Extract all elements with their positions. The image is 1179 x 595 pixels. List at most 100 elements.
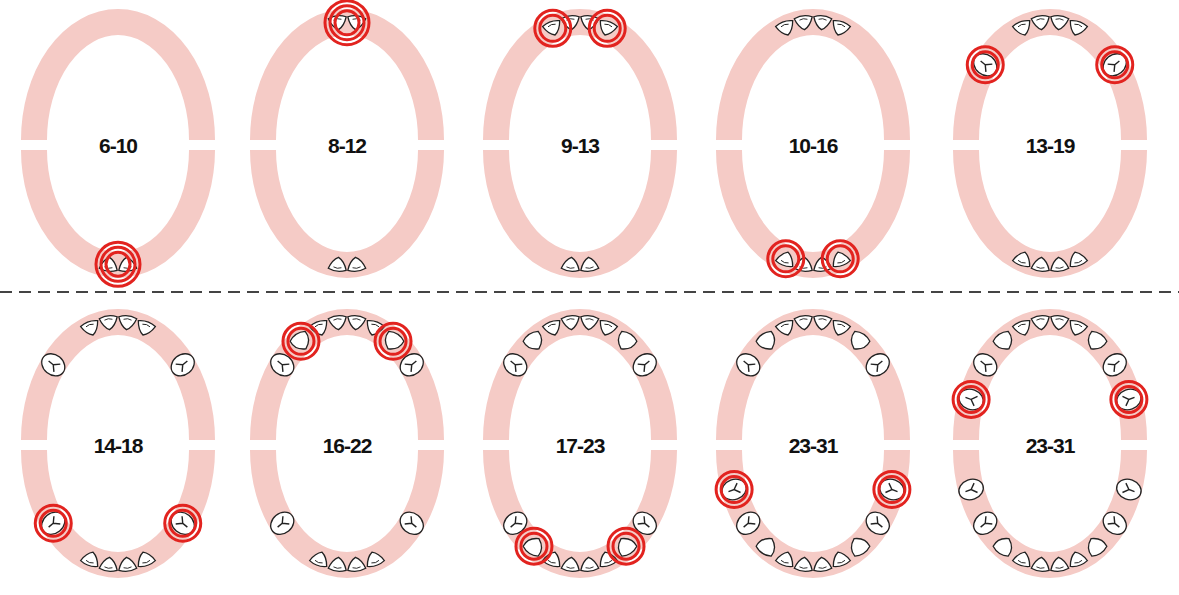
age-range-label: 10-16 [789,135,838,156]
tooth [813,315,832,331]
eruption-panel [263,1,431,273]
tooth [775,319,797,338]
tooth [118,556,137,572]
tooth [561,256,580,272]
tooth [37,508,69,539]
tooth [347,556,366,572]
lower-gum-arch [729,450,897,565]
eruption-panel [34,315,202,572]
highlight-ring [1116,386,1142,412]
tooth [134,549,156,568]
tooth [1050,256,1069,272]
highlight-ring [967,47,1003,83]
tooth [596,19,618,38]
tooth [829,549,851,568]
tooth [328,556,347,572]
tooth [1012,549,1034,568]
tooth [794,15,813,31]
lower-gum-arch [729,150,897,265]
tooth [266,508,298,539]
eruption-panel [716,315,910,572]
tooth [1099,49,1131,80]
lower-gum-arch [966,450,1134,565]
age-range-label: 6-10 [99,135,137,156]
upper-gum-arch [263,322,431,440]
tooth [969,508,1001,539]
highlight-ring [540,15,566,41]
lower-gum-arch [496,450,664,565]
tooth [813,15,832,31]
highlight-ring [35,505,71,541]
highlight-ring [716,472,752,508]
tooth [794,556,813,572]
upper-gum-arch [34,322,202,440]
tooth [1050,556,1069,572]
tooth [992,329,1017,354]
tooth [719,476,749,503]
highlight-ring [958,386,984,412]
tooth [542,19,564,38]
tooth [1031,556,1050,572]
tooth [1066,249,1088,268]
lower-gum-arch [34,450,202,565]
highlight-ring [613,533,639,559]
highlight-ring [170,510,196,536]
tooth [755,534,780,559]
highlight-ring [96,242,140,286]
age-range-label: 14-18 [94,435,143,456]
eruption-panel [729,15,897,277]
tooth [80,549,102,568]
eruption-panel [263,315,431,572]
upper-gum-arch [729,22,897,140]
upper-gum-arch [729,322,897,440]
highlight-ring [874,472,910,508]
tooth [1050,315,1069,331]
age-range-label: 23-31 [789,435,838,456]
tooth [580,315,599,331]
tooth [1031,315,1050,331]
tooth [1066,549,1088,568]
tooth [969,49,1001,80]
tooth [266,349,298,380]
highlight-ring [106,252,130,276]
row-separator [0,291,1179,293]
eruption-panel [966,15,1134,272]
tooth [396,349,428,380]
highlight-ring [1102,52,1128,78]
highlight-ring [1111,381,1147,417]
tooth [775,549,797,568]
tooth [829,249,851,268]
tooth [289,329,314,354]
tooth [1099,349,1131,380]
tooth [846,534,871,559]
tooth [1012,19,1034,38]
highlight-ring [283,323,319,359]
tooth [134,319,156,338]
tooth [328,315,347,331]
tooth [992,534,1017,559]
tooth [813,556,832,572]
upper-gum-arch [496,322,664,440]
tooth [37,349,69,380]
tooth [561,556,580,572]
highlight-ring [165,505,201,541]
age-range-label: 17-23 [556,435,605,456]
tooth [1012,249,1034,268]
tooth [775,19,797,38]
age-range-label: 23-31 [1026,435,1075,456]
tooth [347,315,366,331]
tooth [829,19,851,38]
tooth [309,549,331,568]
highlight-ring [375,323,411,359]
tooth [732,349,764,380]
age-range-label: 16-22 [323,435,372,456]
highlight-ring [288,328,314,354]
lower-gum-arch [263,450,431,565]
eruption-panel [496,10,664,272]
tooth [613,329,638,354]
tooth [561,315,580,331]
tooth [363,549,385,568]
tooth [732,508,764,539]
tooth [1083,534,1108,559]
